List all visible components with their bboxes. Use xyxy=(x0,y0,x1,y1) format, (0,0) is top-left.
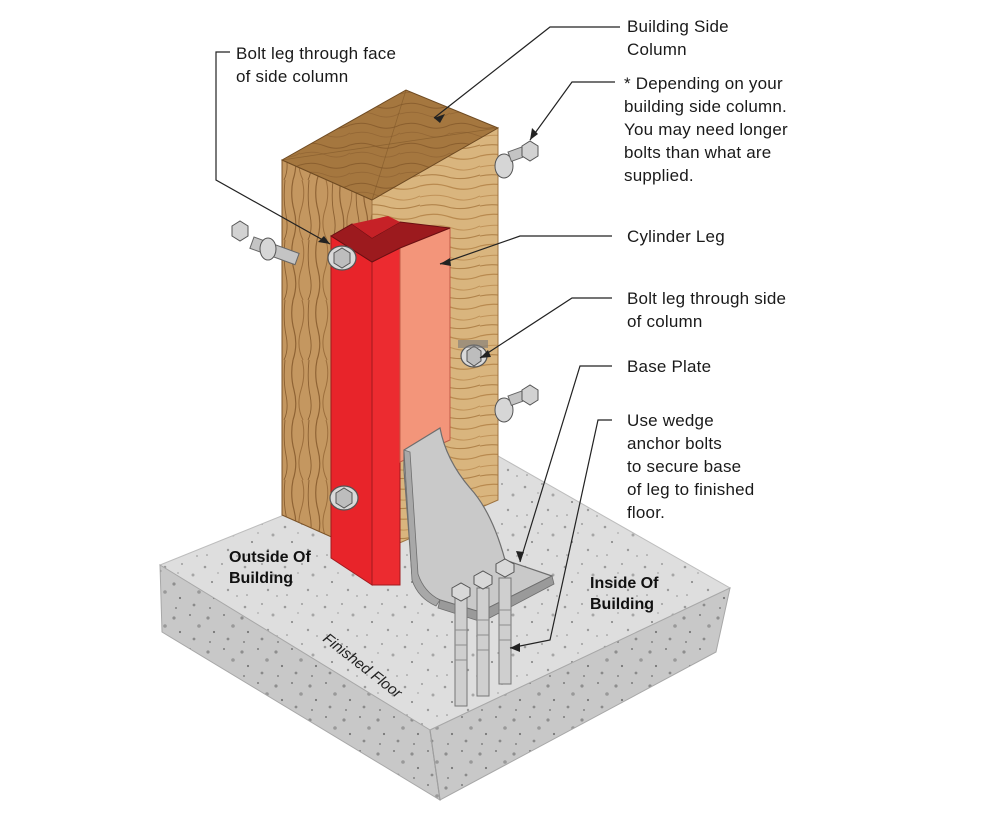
label-bolt-leg-side: Bolt leg through side of column xyxy=(627,289,787,331)
wedge-anchor-bolts xyxy=(451,558,515,707)
label-outside-building: Outside Of Building xyxy=(229,549,311,587)
label-wedge-anchor: Use wedge anchor bolts to secure base of… xyxy=(627,411,755,522)
label-bolt-leg-face: Bolt leg through face of side column xyxy=(236,44,397,86)
label-inside-building: Inside Of Building xyxy=(590,575,659,613)
leader-arrowheads xyxy=(318,114,538,652)
label-cylinder-leg: Cylinder Leg xyxy=(627,227,725,246)
label-depending-note: * Depending on your building side column… xyxy=(624,74,788,185)
column-bolts xyxy=(231,140,539,511)
leader-lines xyxy=(215,26,620,649)
label-building-side-column: Building Side Column xyxy=(627,17,729,59)
label-base-plate: Base Plate xyxy=(627,357,712,376)
